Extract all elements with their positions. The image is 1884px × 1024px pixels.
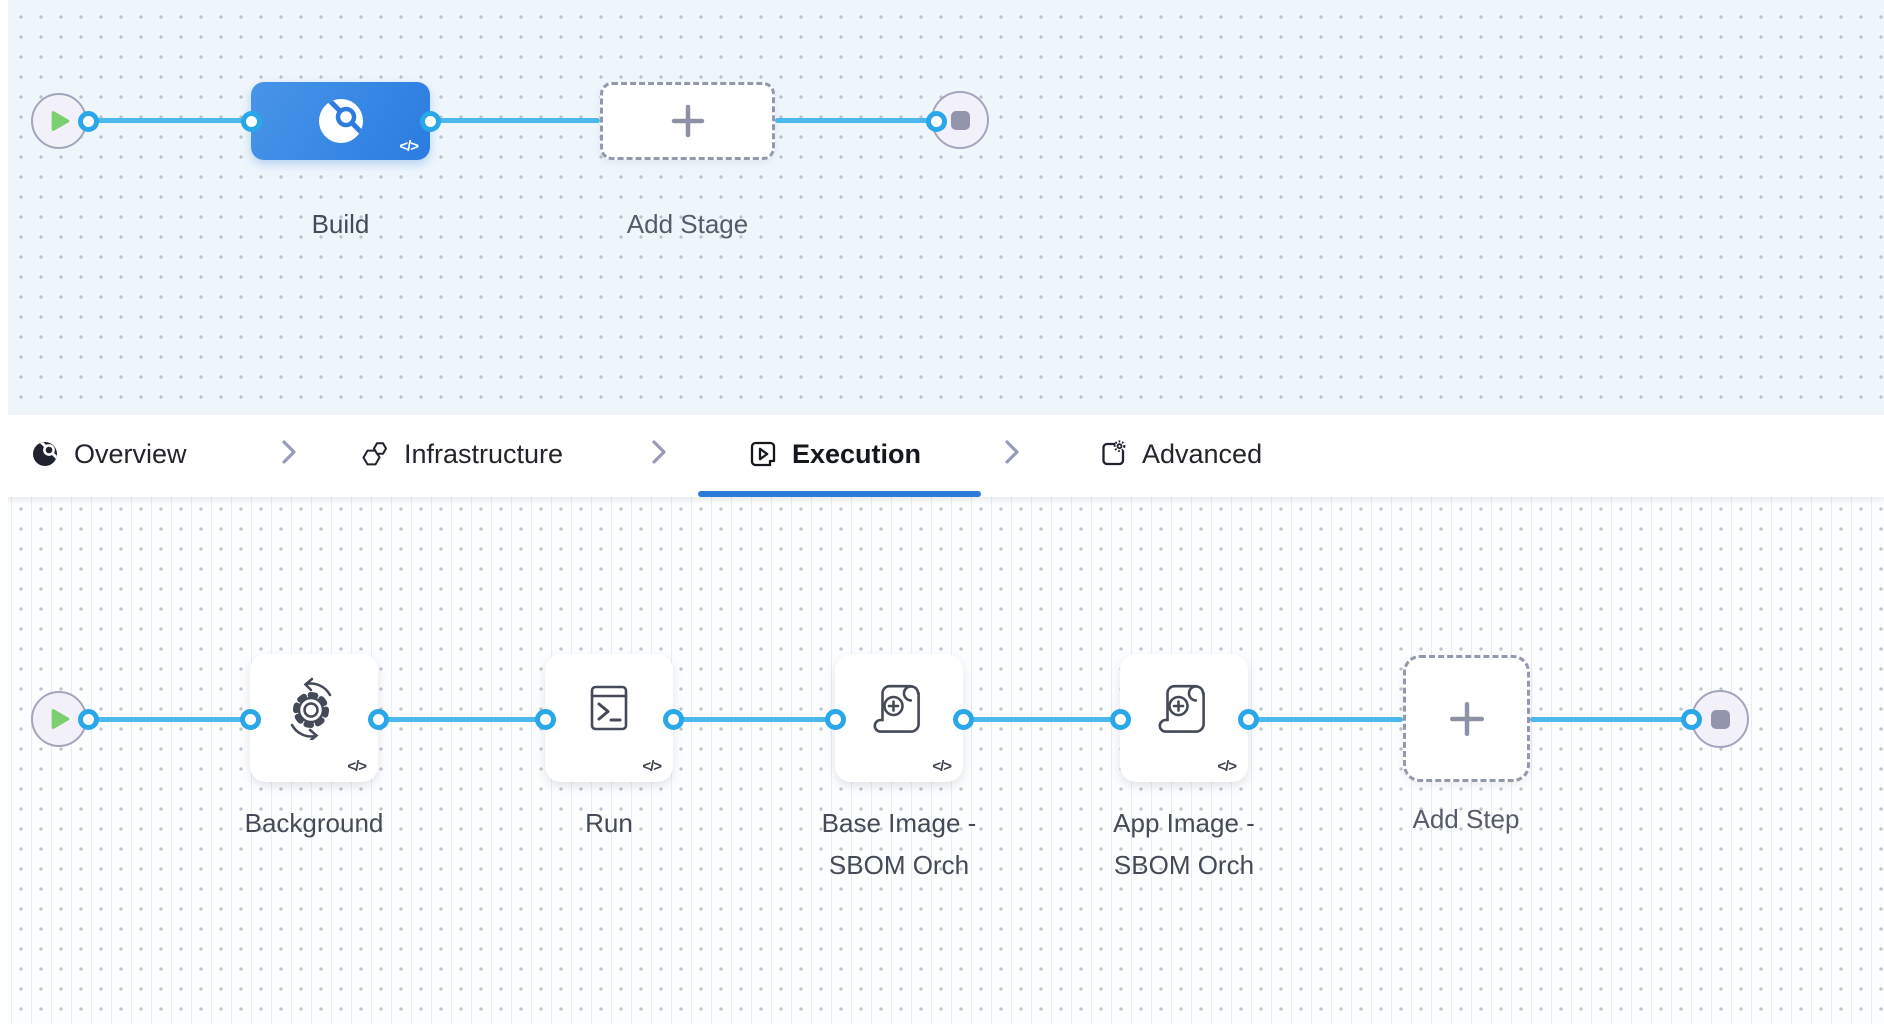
code-glyph[interactable]: </>: [399, 138, 419, 155]
code-glyph[interactable]: </>: [642, 758, 662, 775]
tab-label: Overview: [74, 438, 187, 469]
connector-port: [240, 709, 261, 730]
step-label: App Image - SBOM Orch: [1113, 808, 1255, 880]
stage-node-build[interactable]: </>: [251, 82, 430, 160]
play-icon: [51, 709, 70, 729]
connector-line: [1530, 717, 1691, 722]
stop-icon: [1710, 709, 1730, 729]
step-node-background[interactable]: </>: [250, 654, 378, 782]
plus-icon: [671, 104, 704, 138]
plus-icon: [1449, 701, 1484, 736]
step-node-app-image-sbom[interactable]: </>: [1120, 654, 1248, 782]
advanced-gear-window-icon: [1102, 440, 1126, 466]
pipeline-start-node: [31, 93, 87, 149]
tab-advanced[interactable]: Advanced: [1098, 435, 1262, 473]
sbom-scroll-plus-icon: [873, 684, 920, 733]
step-label: Run: [585, 808, 633, 838]
connector-port: [78, 709, 99, 730]
pipeline-end-node: [931, 91, 989, 149]
stage-start-node: [31, 691, 87, 747]
code-glyph[interactable]: </>: [1217, 758, 1237, 775]
connector-line: [430, 118, 600, 123]
connector-line: [1248, 717, 1403, 722]
stop-icon: [950, 110, 970, 130]
infrastructure-hexagons-icon: [362, 442, 387, 466]
tab-overview[interactable]: Overview: [30, 435, 187, 473]
chevron-right-icon: [282, 440, 296, 464]
stage-label: Build: [311, 209, 370, 239]
connector-port: [1238, 709, 1259, 730]
step-label: Background: [244, 808, 384, 838]
tab-label: Execution: [792, 438, 922, 469]
code-glyph[interactable]: </>: [932, 758, 952, 775]
step-label: Base Image - SBOM Orch: [821, 808, 977, 880]
add-step-label: Add Step: [1412, 804, 1520, 834]
ci-overview-icon: [33, 442, 57, 466]
connector-line: [673, 717, 835, 722]
stage-canvas[interactable]: </> Build Add Stage: [0, 0, 1884, 415]
connector-line: [378, 717, 545, 722]
connector-port: [926, 111, 947, 132]
connector-port: [1110, 709, 1131, 730]
connector-port: [825, 709, 846, 730]
connector-port: [368, 709, 389, 730]
connector-port: [420, 111, 441, 132]
sbom-scroll-plus-icon: [1158, 684, 1205, 733]
connector-port: [535, 709, 556, 730]
execution-play-window-icon: [750, 441, 776, 467]
connector-port: [241, 111, 262, 132]
tab-infrastructure[interactable]: Infrastructure: [360, 435, 563, 473]
run-terminal-icon: [590, 685, 628, 731]
add-step-button[interactable]: [1403, 655, 1530, 782]
step-node-base-image-sbom[interactable]: </>: [835, 654, 963, 782]
active-tab-underline: [698, 491, 981, 497]
connector-line: [88, 717, 250, 722]
connector-port: [953, 709, 974, 730]
stage-config-tabbar: Overview Infrastructure Execution: [0, 415, 1884, 497]
play-icon: [51, 111, 70, 131]
connector-line: [963, 717, 1120, 722]
chevron-right-icon: [652, 440, 666, 464]
connector-line: [88, 118, 251, 123]
connector-line: [775, 118, 936, 123]
connector-port: [663, 709, 684, 730]
connector-port: [1681, 709, 1702, 730]
tab-label: Advanced: [1142, 438, 1263, 469]
background-sync-gear-icon: [290, 677, 332, 740]
add-stage-label: Add Stage: [626, 209, 749, 239]
step-canvas[interactable]: </> </>: [0, 497, 1884, 1024]
chevron-right-icon: [1005, 440, 1019, 464]
ci-build-icon: [318, 99, 363, 143]
tab-label: Infrastructure: [404, 438, 564, 469]
connector-port: [78, 111, 99, 132]
add-stage-button[interactable]: [600, 82, 775, 160]
step-node-run[interactable]: </>: [545, 654, 673, 782]
canvas-left-gutter: [0, 0, 8, 1024]
code-glyph[interactable]: </>: [347, 758, 367, 775]
tab-execution[interactable]: Execution: [748, 435, 921, 473]
